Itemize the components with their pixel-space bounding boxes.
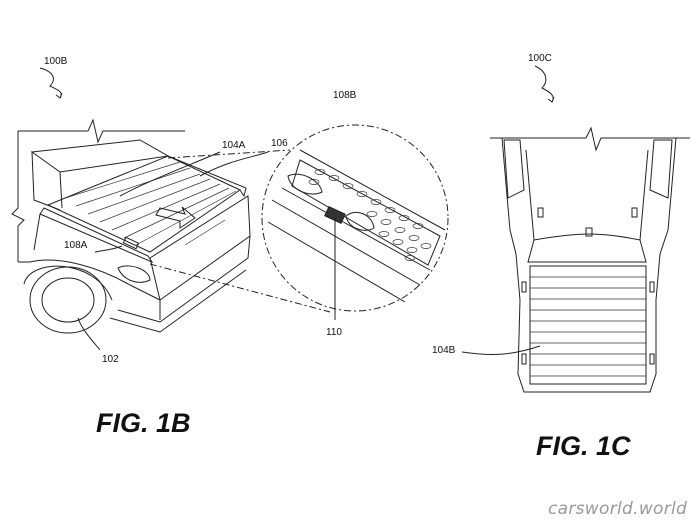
break-line-top [18,118,185,144]
break-line-1c [490,126,690,152]
textured-pad [291,159,441,266]
cover-arrow [155,206,196,229]
release-button [324,206,346,224]
label-108a: 108A [64,240,88,251]
cover-slats-top [530,276,646,377]
fig-1c-truck [461,65,690,393]
cover-slats [61,161,237,246]
bed-cover-top [529,265,647,385]
pad-texture [308,169,432,261]
fig-1c-caption: FIG. 1C [536,431,631,461]
label-100b: 100B [44,56,68,67]
label-110: 110 [326,327,342,338]
rear-wheel [29,266,107,334]
taillight [117,265,151,283]
watermark: carsworld.world [548,499,687,519]
label-106: 106 [271,138,288,149]
fig-1b-truck [11,67,331,351]
left-mirror [503,139,525,199]
right-mirror [649,139,673,199]
label-100c: 100C [528,53,552,64]
ref-arrow-100b [39,67,62,99]
cab-window [30,139,170,173]
pocket [345,212,375,231]
detail-108b [261,124,449,320]
detail-link-bottom [149,263,331,313]
break-line-left [11,131,25,262]
label-108b: 108B [333,90,357,101]
label-104a: 104A [222,140,246,151]
label-104b: 104B [432,345,456,356]
detail-circle [261,124,449,312]
fig-1b-caption: FIG. 1B [96,408,191,438]
detail-link-top [167,149,291,159]
rear-window [527,233,647,263]
label-102: 102 [102,354,119,365]
